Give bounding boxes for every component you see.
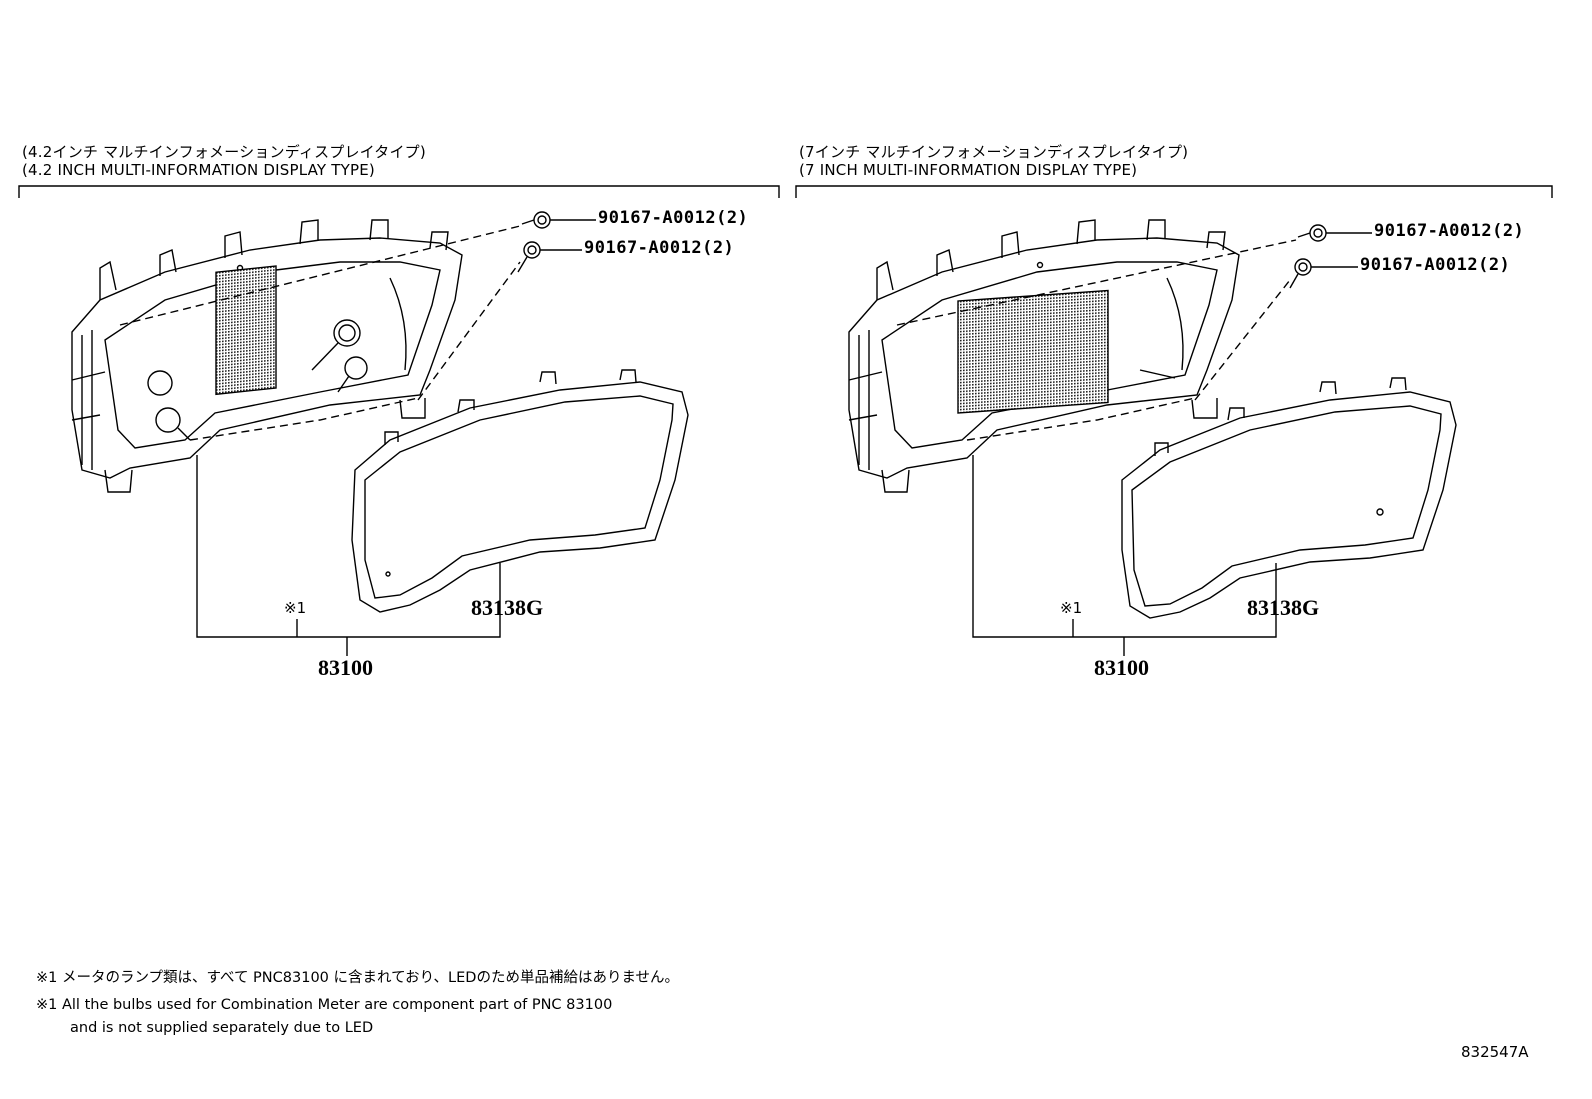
- bolt-part-number[interactable]: 90167-A0012(2): [584, 238, 735, 258]
- bolt-upper: [1297, 224, 1327, 242]
- note-reference-mark: ※1: [1060, 599, 1083, 617]
- panel-heading-ja: (4.2インチ マルチインフォメーションディスプレイタイプ): [22, 143, 426, 161]
- meter-cover: [1121, 377, 1457, 619]
- cover-part-number[interactable]: 83138G: [471, 595, 544, 620]
- note-reference-mark: ※1: [284, 599, 307, 617]
- footnote-ja: ※1 メータのランプ類は、すべて PNC83100 に含まれており、LEDのため…: [36, 970, 680, 986]
- meter-cover: [351, 369, 689, 613]
- panel-7-inch: [795, 185, 1553, 656]
- group-bracket: [18, 185, 780, 198]
- assembly-part-number[interactable]: 83100: [318, 655, 373, 680]
- group-bracket: [795, 185, 1553, 198]
- panel-4-2-inch: [18, 185, 780, 656]
- footnote-en-continued: and is not supplied separately due to LE…: [70, 1020, 374, 1036]
- panel-heading-en: (4.2 INCH MULTI-INFORMATION DISPLAY TYPE…: [22, 161, 375, 179]
- bolt-lower: [517, 241, 541, 273]
- bolt-part-number[interactable]: 90167-A0012(2): [598, 208, 749, 228]
- cover-part-number[interactable]: 83138G: [1247, 595, 1320, 620]
- bolt-part-number[interactable]: 90167-A0012(2): [1374, 221, 1525, 241]
- meter-housing: [848, 219, 1240, 493]
- bolt-upper: [521, 211, 551, 229]
- panel-heading-ja: (7インチ マルチインフォメーションディスプレイタイプ): [799, 143, 1189, 161]
- assembly-bracket: [196, 455, 501, 638]
- bolt-lower: [1289, 258, 1312, 289]
- panel-heading-en: (7 INCH MULTI-INFORMATION DISPLAY TYPE): [799, 161, 1138, 179]
- meter-housing: [71, 219, 463, 493]
- lcd-display: [957, 289, 1109, 414]
- illustration-number: 832547A: [1461, 1043, 1529, 1061]
- lcd-display: [215, 265, 277, 396]
- assembly-bracket: [972, 455, 1277, 638]
- footnote-en: ※1 All the bulbs used for Combination Me…: [36, 997, 613, 1013]
- assembly-part-number[interactable]: 83100: [1094, 655, 1149, 680]
- bolt-part-number[interactable]: 90167-A0012(2): [1360, 255, 1511, 275]
